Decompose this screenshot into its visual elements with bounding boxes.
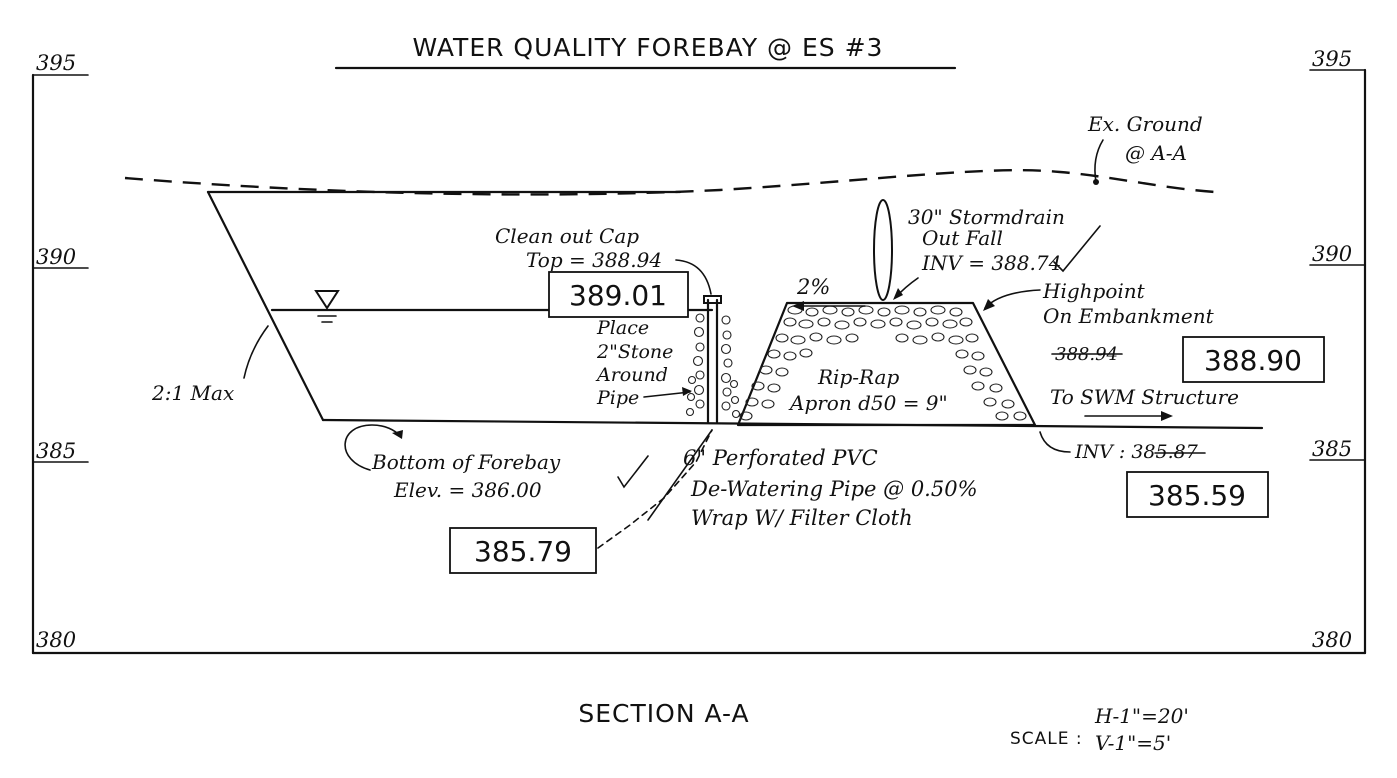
highpoint-label-1: Highpoint xyxy=(1042,279,1146,303)
cleanout-label-2: Top = 388.94 xyxy=(526,248,662,272)
pipe-label-1: 6" Perforated PVC xyxy=(683,446,878,470)
highpoint-box-value: 388.90 xyxy=(1204,344,1302,377)
riprap-stones xyxy=(739,305,1027,421)
water-surface-icon xyxy=(314,290,340,310)
riprap-apron-outline xyxy=(736,301,1037,427)
outlet-invert-box xyxy=(1126,471,1269,518)
drawing-title: WATER QUALITY FOREBAY @ ES #3 xyxy=(413,33,884,62)
pipe-bottom-box-value: 385.79 xyxy=(474,535,572,568)
pipe-leader xyxy=(647,429,713,521)
place-stone-leader xyxy=(643,391,691,398)
axis-right-390: 390 xyxy=(1312,242,1352,266)
place-stone-arrow-icon xyxy=(682,387,692,396)
cleanout-top-box xyxy=(548,271,689,318)
place-stone-label-3: Around xyxy=(595,364,668,386)
stormdrain-check-mark xyxy=(1053,225,1101,273)
axis-right-380: 380 xyxy=(1312,628,1352,652)
section-label: SECTION A-A xyxy=(578,699,749,728)
pipe-bottom-dashed-leader xyxy=(597,429,713,549)
stormdrain-label-1: 30" Stormdrain xyxy=(908,205,1065,229)
cleanout-label-1: Clean out Cap xyxy=(495,224,639,248)
pipe-label-3: Wrap W/ Filter Cloth xyxy=(691,506,913,530)
axis-left-390: 390 xyxy=(36,245,76,269)
bottom-label-1: Bottom of Forebay xyxy=(371,450,561,474)
axis-left-385: 385 xyxy=(36,439,76,463)
to-swm-arrow-icon xyxy=(1161,411,1173,421)
scale-horizontal: H-1"=20' xyxy=(1094,704,1189,728)
riprap-label-2: Apron d50 = 9" xyxy=(788,391,948,415)
existing-ground-leader xyxy=(1094,139,1104,183)
stormdrain-label-3: INV = 388.74 xyxy=(921,251,1061,275)
bottom-leader-arrow-icon xyxy=(392,430,403,439)
place-stone-label-1: Place xyxy=(596,317,649,339)
outlet-invert-box-value: 385.59 xyxy=(1148,479,1246,512)
highpoint-label-2: On Embankment xyxy=(1043,304,1215,328)
outlet-invert-label: INV : 385.87 xyxy=(1074,441,1199,463)
side-slope-label: 2:1 Max xyxy=(151,381,234,405)
cleanout-cap xyxy=(703,295,722,304)
place-stone-label-4: Pipe xyxy=(596,387,639,409)
highpoint-box xyxy=(1182,336,1325,383)
axis-right-385: 385 xyxy=(1312,437,1352,461)
bottom-check-mark xyxy=(617,455,649,489)
stone-around-pipe xyxy=(685,313,741,419)
bottom-leader-curve xyxy=(344,424,401,471)
cleanout-top-box-value: 389.01 xyxy=(569,279,667,312)
scale-label: SCALE : xyxy=(1010,729,1083,749)
side-slope-leader xyxy=(243,325,269,379)
slope-percent-label: 2% xyxy=(796,275,830,299)
axis-left-380: 380 xyxy=(36,628,76,652)
forebay-left-slope xyxy=(206,190,325,422)
pipe-label-2: De-Watering Pipe @ 0.50% xyxy=(690,477,978,501)
existing-ground-line xyxy=(124,169,1216,196)
place-stone-label-2: 2"Stone xyxy=(596,341,673,363)
to-swm-label: To SWM Structure xyxy=(1050,385,1239,409)
bottom-label-2: Elev. = 386.00 xyxy=(393,478,542,502)
axis-right-395: 395 xyxy=(1312,47,1352,71)
existing-ground-leader-dot xyxy=(1093,179,1099,185)
stormdrain-label-2: Out Fall xyxy=(922,226,1003,250)
scale-vertical: V-1"=5' xyxy=(1095,731,1171,755)
stormdrain-pipe-icon xyxy=(873,199,893,301)
riprap-label-1: Rip-Rap xyxy=(817,365,899,389)
existing-ground-label-1: Ex. Ground xyxy=(1087,112,1203,136)
cleanout-leader xyxy=(675,259,712,295)
axis-left-395: 395 xyxy=(36,51,76,75)
stormdrain-leader-arrow-icon xyxy=(893,288,903,300)
highpoint-arrow-icon xyxy=(983,299,995,311)
outlet-invert-leader xyxy=(1039,431,1071,453)
existing-ground-label-2: @ A-A xyxy=(1125,141,1187,165)
pipe-bottom-box xyxy=(449,527,597,574)
slope-arrow-icon xyxy=(792,301,804,311)
